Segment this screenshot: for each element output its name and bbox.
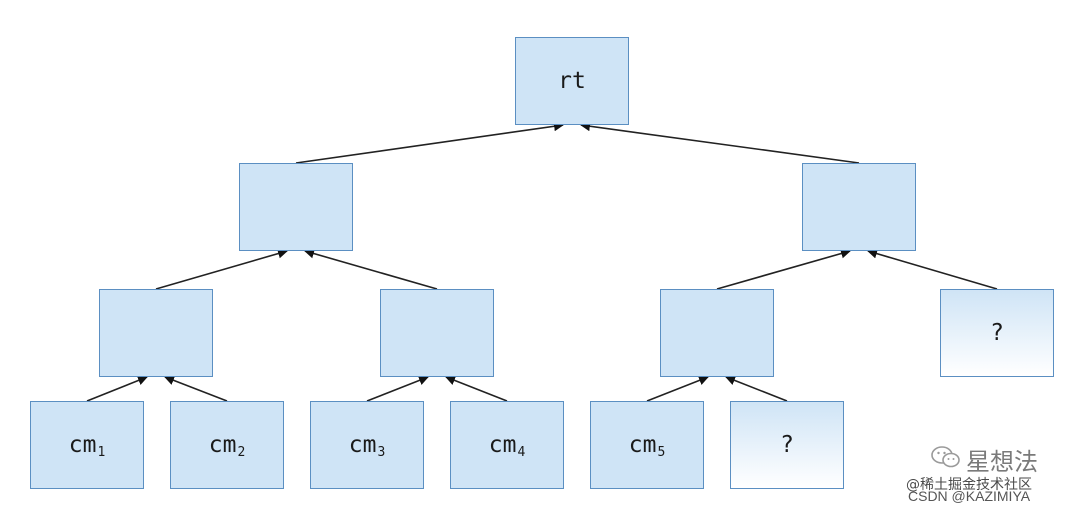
watermark-community: @稀土掘金技术社区 xyxy=(906,477,1032,493)
tree-node-n1 xyxy=(239,163,353,251)
node-label: cm5 xyxy=(628,431,666,460)
tree-node-n2 xyxy=(802,163,916,251)
node-label-subscript: 2 xyxy=(237,444,246,460)
tree-node-n3 xyxy=(99,289,213,377)
edge-cm3-to-n4 xyxy=(366,375,429,402)
edge-n4-to-n1 xyxy=(304,248,438,290)
watermark-brand: 星想法 xyxy=(966,448,1038,476)
tree-node-cm2: cm2 xyxy=(170,401,284,489)
tree-node-cm5: cm5 xyxy=(590,401,704,489)
node-label: ? xyxy=(780,431,794,458)
tree-node-q1: ? xyxy=(940,289,1054,377)
edge-cm5-to-n5 xyxy=(646,375,709,402)
edge-n3-to-n1 xyxy=(155,248,288,290)
tree-node-cm1: cm1 xyxy=(30,401,144,489)
edges-group xyxy=(86,121,998,402)
node-label-subscript: 1 xyxy=(97,444,106,460)
node-label: cm2 xyxy=(208,431,246,460)
tree-node-n5 xyxy=(660,289,774,377)
edge-cm2-to-n3 xyxy=(164,375,228,402)
tree-node-cm3: cm3 xyxy=(310,401,424,489)
edge-n1-to-rt xyxy=(295,121,564,164)
node-label: cm3 xyxy=(348,431,386,460)
node-label-subscript: 3 xyxy=(377,444,386,460)
edge-n5-to-n2 xyxy=(716,248,851,290)
node-label: cm1 xyxy=(68,431,106,460)
node-label-text: ? xyxy=(990,319,1004,346)
wechat-icon xyxy=(931,446,960,468)
tree-node-n4 xyxy=(380,289,494,377)
watermark-csdn: CSDN @KAZIMIYA xyxy=(908,488,1031,504)
node-label-text: rt xyxy=(558,67,586,94)
node-label-text: cm xyxy=(68,431,97,458)
node-label: ? xyxy=(990,319,1004,346)
edge-cm4-to-n4 xyxy=(445,375,508,402)
tree-node-q2: ? xyxy=(730,401,844,489)
node-label-text: cm xyxy=(488,431,517,458)
edge-q1-to-n2 xyxy=(867,248,998,290)
tree-node-rt: rt xyxy=(515,37,629,125)
node-label-subscript: 5 xyxy=(657,444,666,460)
node-label-text: ? xyxy=(780,431,794,458)
edge-q2-to-n5 xyxy=(725,375,788,402)
node-label: cm4 xyxy=(488,431,526,460)
node-label-text: cm xyxy=(208,431,237,458)
node-label: rt xyxy=(558,67,586,94)
node-label-subscript: 4 xyxy=(517,444,526,460)
edge-cm1-to-n3 xyxy=(86,375,148,402)
node-label-text: cm xyxy=(348,431,377,458)
tree-node-cm4: cm4 xyxy=(450,401,564,489)
edge-n2-to-rt xyxy=(580,121,860,164)
node-label-text: cm xyxy=(628,431,657,458)
